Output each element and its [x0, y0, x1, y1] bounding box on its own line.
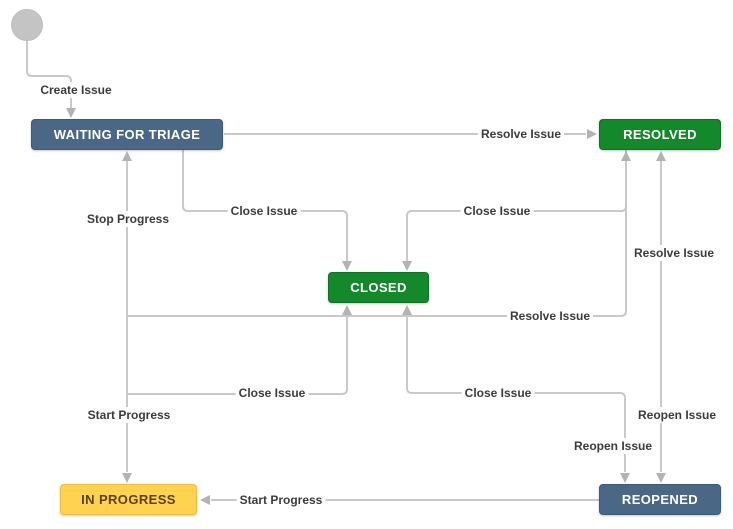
transition-label-stop-progress[interactable]: Stop Progress	[83, 211, 173, 227]
node-label-in-progress: IN PROGRESS	[81, 492, 176, 507]
transition-label-resolve-issue-reopened[interactable]: Resolve Issue	[630, 245, 718, 261]
edge-resolve-issue-from-in-progress	[127, 161, 627, 317]
transition-label-close-issue-in-progress[interactable]: Close Issue	[235, 385, 309, 401]
node-resolved[interactable]: RESOLVED	[599, 119, 721, 150]
transition-label-resolve-issue-in-progress[interactable]: Resolve Issue	[506, 308, 594, 324]
node-label-reopened: REOPENED	[621, 492, 699, 507]
node-closed[interactable]: CLOSED	[328, 272, 429, 303]
transition-label-reopen-issue-resolved[interactable]: Reopen Issue	[634, 407, 720, 423]
edge-create-issue	[26, 41, 72, 108]
arrowhead-into-resolved-left	[587, 129, 597, 139]
node-reopened[interactable]: REOPENED	[599, 484, 721, 515]
arrowhead-into-closed-bottom-right	[402, 305, 412, 315]
arrowhead-into-closed-top-left	[342, 261, 352, 271]
transition-label-start-progress-reopened[interactable]: Start Progress	[236, 492, 326, 508]
arrowhead-into-waiting-top	[66, 108, 76, 118]
node-label-waiting-for-triage: WAITING FOR TRIAGE	[53, 127, 201, 142]
node-label-closed: CLOSED	[350, 280, 407, 295]
transition-label-close-issue-reopened[interactable]: Close Issue	[461, 385, 535, 401]
node-in-progress[interactable]: IN PROGRESS	[60, 484, 197, 515]
arrowhead-into-reopened-top-left	[620, 473, 630, 483]
transition-label-create-issue[interactable]: Create Issue	[37, 82, 115, 98]
transition-label-reopen-issue-closed[interactable]: Reopen Issue	[570, 438, 656, 454]
arrowhead-into-in-progress-top	[122, 473, 132, 483]
edge-close-issue-from-in-progress	[127, 315, 348, 395]
arrowhead-into-waiting-bottom	[122, 151, 132, 161]
transition-label-resolve-issue-top[interactable]: Resolve Issue	[477, 126, 565, 142]
arrowhead-into-closed-top-right	[402, 261, 412, 271]
transition-label-close-issue-waiting[interactable]: Close Issue	[227, 203, 301, 219]
node-label-resolved: RESOLVED	[623, 127, 697, 142]
arrowhead-into-closed-bottom-left	[342, 305, 352, 315]
arrowhead-into-reopened-top-right	[656, 473, 666, 483]
transition-label-start-progress-waiting[interactable]: Start Progress	[84, 407, 174, 423]
transition-label-close-issue-resolved[interactable]: Close Issue	[460, 203, 534, 219]
arrowhead-into-resolved-bottom-left	[621, 151, 631, 161]
arrowhead-into-resolved-bottom-right	[656, 151, 666, 161]
arrowhead-into-in-progress-right	[200, 495, 210, 505]
start-node-circle[interactable]	[11, 9, 43, 41]
node-waiting-for-triage[interactable]: WAITING FOR TRIAGE	[31, 119, 223, 150]
